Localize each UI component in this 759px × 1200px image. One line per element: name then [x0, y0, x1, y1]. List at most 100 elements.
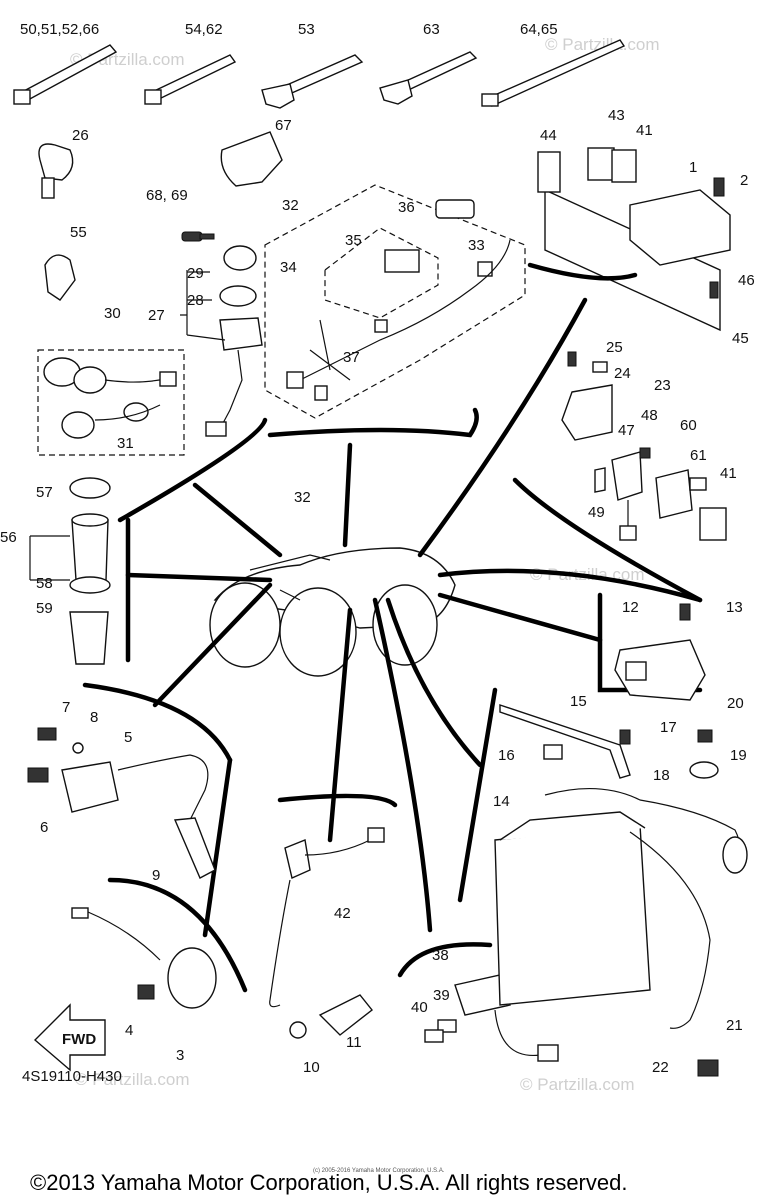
callout-64: 64,65	[520, 21, 558, 38]
fwd-arrow-icon	[33, 1003, 106, 1072]
callout-53: 53	[298, 21, 315, 38]
boundary-line	[512, 477, 703, 603]
callout-21: 21	[726, 1017, 743, 1034]
harness-part-35	[384, 249, 420, 273]
callout-47: 47	[618, 422, 635, 439]
relay-43-shape	[587, 147, 615, 181]
rectifier-12-shape	[614, 639, 706, 701]
harness-subbox	[324, 227, 439, 319]
boundary-line	[385, 597, 483, 768]
callout-57: 57	[36, 484, 53, 501]
callout-28: 28	[187, 292, 204, 309]
relay-24-shape	[561, 384, 613, 441]
callout-5: 5	[124, 729, 132, 746]
callout-25: 25	[606, 339, 623, 356]
callout-1: 1	[689, 159, 697, 176]
bolt-4-shape	[137, 984, 155, 1000]
socket-dashed-box	[37, 349, 185, 456]
coil-wire	[117, 754, 209, 831]
callout-12: 12	[622, 599, 639, 616]
tiny-notice: (c) 2005-2016 Yamaha Motor Corporation, …	[313, 1168, 445, 1174]
washer-10-shape	[289, 1021, 307, 1039]
harness-38-group	[424, 974, 559, 1062]
cover-59-shape	[69, 611, 109, 665]
vehicle-detail	[249, 554, 331, 601]
callout-4: 4	[125, 1022, 133, 1039]
boundary-line	[152, 582, 273, 708]
stator-3-shape	[167, 947, 217, 1009]
key-blade	[199, 233, 215, 240]
callout-67: 67	[275, 117, 292, 134]
battery-14-top	[499, 811, 646, 841]
main-switch-connector	[205, 421, 227, 437]
callout-23: 23	[654, 377, 671, 394]
socket-leader	[29, 535, 70, 581]
harness-connector	[286, 371, 304, 389]
callout-41a: 41	[636, 122, 653, 139]
callout-46: 46	[738, 272, 755, 289]
battery-group	[494, 704, 748, 1077]
key-shape	[181, 231, 203, 242]
switch-leader-lines	[180, 270, 226, 341]
callout-17: 17	[660, 719, 677, 736]
cable-tie-clip	[261, 83, 295, 109]
relay-group	[561, 351, 727, 541]
front-wheel-shape	[209, 582, 281, 668]
callout-32a: 32	[282, 197, 299, 214]
callout-26: 26	[72, 127, 89, 144]
main-switch-group	[180, 245, 263, 437]
rectifier-connector	[625, 661, 647, 681]
callout-16: 16	[498, 747, 515, 764]
switch-42-wire	[269, 839, 371, 1008]
bolt-22-shape	[697, 1059, 719, 1077]
callout-58: 58	[36, 575, 53, 592]
callout-24: 24	[614, 365, 631, 382]
callout-45: 45	[732, 330, 749, 347]
callout-50: 50,51,52,66	[20, 21, 99, 38]
boundary-line	[125, 572, 273, 583]
callout-19: 19	[730, 747, 747, 764]
relay-60-shape	[655, 469, 693, 519]
boundary-line	[457, 687, 498, 903]
callout-56: 56	[0, 529, 17, 546]
callout-63: 63	[423, 21, 440, 38]
callout-6: 6	[40, 819, 48, 836]
copyright-text: ©2013 Yamaha Motor Corporation, U.S.A. A…	[30, 1170, 627, 1195]
cable-tie-head	[13, 89, 31, 105]
coil-5-shape	[61, 761, 119, 813]
cap-29-shape	[223, 245, 257, 271]
watermarks: © Partzilla.com © Partzilla.com © Partzi…	[70, 35, 660, 1094]
clip-55-shape	[44, 254, 76, 301]
bolt-17-shape	[619, 729, 631, 745]
callout-20: 20	[727, 695, 744, 712]
bolt-6-shape	[27, 767, 49, 783]
callout-34: 34	[280, 259, 297, 276]
accessory-socket-group	[29, 477, 111, 665]
callout-9: 9	[152, 867, 160, 884]
callout-14: 14	[493, 793, 510, 810]
callout-41b: 41	[720, 465, 737, 482]
band-19-shape	[689, 761, 719, 779]
clips-group	[38, 131, 283, 301]
fuse-39-shape	[437, 1019, 457, 1033]
callout-2: 2	[740, 172, 748, 189]
battery-cap-18-shape	[722, 836, 748, 874]
sensor-11-group	[289, 994, 373, 1039]
screw-20-shape	[697, 729, 713, 743]
boundary-line	[277, 793, 398, 808]
callout-68: 68, 69	[146, 187, 188, 204]
cable-tie-shape	[278, 54, 364, 97]
callout-7: 7	[62, 699, 70, 716]
watermark: © Partzilla.com	[75, 1070, 190, 1089]
callout-31: 31	[117, 435, 134, 452]
callout-32b: 32	[294, 489, 311, 506]
callout-11: 11	[346, 1034, 362, 1051]
bolt-7-shape	[37, 727, 57, 741]
harness-part-33	[477, 261, 493, 277]
nut-58-shape	[69, 576, 111, 594]
harness-wire	[299, 239, 511, 381]
screw-25-shape	[567, 351, 577, 367]
battery-cable-21	[629, 831, 711, 1029]
callout-8: 8	[90, 709, 98, 726]
harness-38-wire	[494, 1009, 541, 1057]
